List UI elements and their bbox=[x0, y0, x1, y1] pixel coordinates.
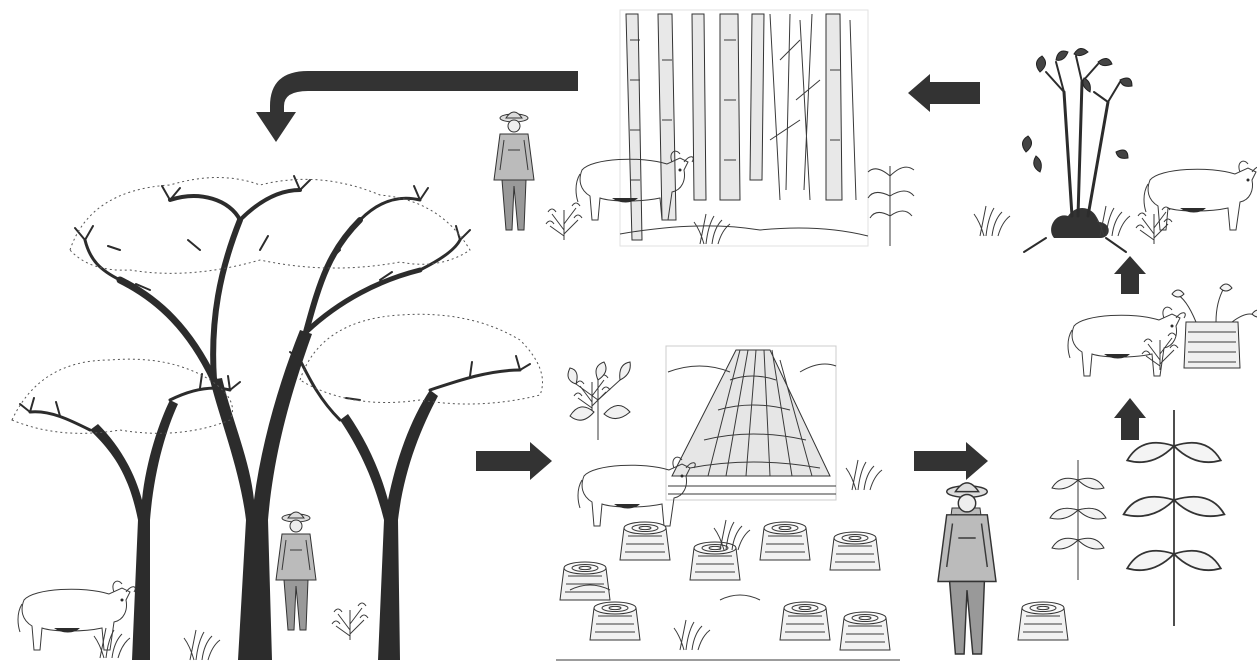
grass-icon bbox=[974, 206, 1010, 236]
farmer-icon bbox=[938, 483, 996, 654]
arrow-up-icon bbox=[1114, 398, 1146, 440]
panel-coppice-shoots bbox=[974, 48, 1257, 252]
panel-regrowth-crops bbox=[938, 410, 1224, 654]
shrub-icon bbox=[1136, 207, 1172, 244]
stump-field-illustration bbox=[556, 520, 900, 660]
arrow-right-icon bbox=[476, 442, 552, 480]
grass-icon bbox=[184, 630, 220, 660]
right-tree-illustration bbox=[290, 314, 543, 660]
left-tree-illustration bbox=[12, 359, 240, 660]
grass-icon bbox=[674, 620, 710, 650]
panel-clearing-charcoal bbox=[556, 346, 900, 660]
farmer-icon bbox=[494, 112, 534, 230]
stump-icon bbox=[560, 562, 610, 600]
shrub-icon bbox=[1142, 333, 1178, 370]
arrow-up-icon bbox=[1114, 256, 1146, 294]
shrub-icon bbox=[332, 603, 368, 640]
shrub-icon bbox=[546, 203, 582, 240]
farmer-figure bbox=[938, 483, 996, 654]
panel-secondary-forest bbox=[494, 10, 914, 246]
cassava-plant-illustration bbox=[1124, 410, 1225, 626]
stump-icon bbox=[840, 612, 890, 650]
leafy-plant-icon bbox=[1124, 410, 1225, 626]
cow-icon bbox=[1144, 161, 1257, 230]
stump-icon bbox=[760, 522, 810, 560]
leafy-herb-icon bbox=[568, 362, 630, 440]
stump-icon bbox=[620, 522, 670, 560]
arrow-right-icon bbox=[914, 442, 988, 480]
coppiced-stump-illustration bbox=[1172, 284, 1257, 368]
leafy-plant-icon bbox=[1050, 460, 1106, 580]
stump-icon bbox=[1018, 602, 1068, 640]
grass-icon bbox=[846, 460, 882, 490]
panel-cattle-browse bbox=[1068, 284, 1257, 376]
farmer-icon bbox=[276, 512, 316, 630]
palm-sprout-icon bbox=[868, 166, 914, 246]
cow-icon bbox=[1068, 307, 1185, 376]
stump-icon bbox=[780, 602, 830, 640]
arrow-left-icon bbox=[908, 74, 980, 112]
stump-icon bbox=[590, 602, 640, 640]
stump-icon bbox=[830, 532, 880, 570]
panel-mature-forest bbox=[12, 176, 1257, 660]
arrow-return-icon bbox=[256, 71, 578, 142]
